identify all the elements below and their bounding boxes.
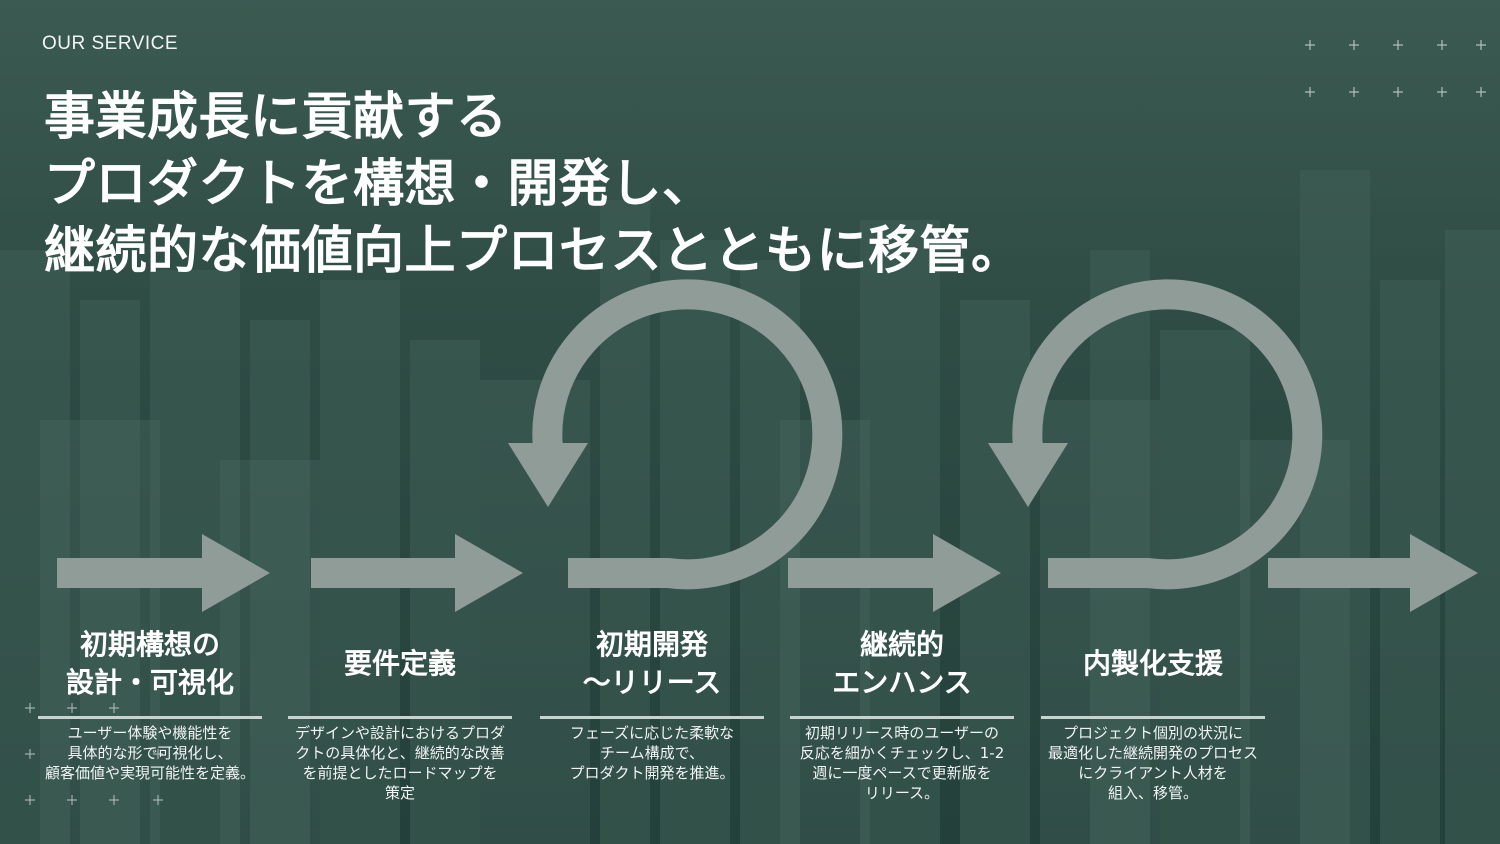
divider	[1041, 716, 1265, 719]
loop-arrow-icon	[532, 279, 843, 590]
stage-description: ユーザー体験や機能性を 具体的な形で可視化し、 顧客価値や実現可能性を定義。	[44, 724, 255, 782]
loop-arrowhead	[988, 443, 1068, 507]
divider	[288, 716, 512, 719]
loop-arrowhead	[508, 443, 588, 507]
stage-concept-design: 初期構想の 設計・可視化 ユーザー体験や機能性を 具体的な形で可視化し、 顧客価…	[38, 618, 262, 783]
stage-title: 要件定義	[343, 647, 456, 680]
right-arrow-icon	[1268, 534, 1478, 612]
stage-title: 初期構想の 設計・可視化	[65, 628, 234, 699]
stage-description: デザインや設計におけるプロダ クトの具体化と、継続的な改善 を前提としたロードマ…	[294, 724, 505, 802]
divider	[540, 716, 764, 719]
stage-title: 内製化支援	[1082, 647, 1223, 680]
headline-line: 事業成長に貢献する	[44, 88, 508, 147]
headline-line: プロダクトを構想・開発し、	[44, 155, 714, 214]
stage-insourcing-support: 内製化支援 プロジェクト個別の状況に 最適化した継続開発のプロセス にクライアン…	[1041, 618, 1265, 803]
plus-grid-icon	[1305, 40, 1486, 97]
divider	[38, 716, 262, 719]
stage-title: 継続的 エンハンス	[832, 628, 972, 699]
stage-initial-development: 初期開発 〜リリース フェーズに応じた柔軟な チーム構成で、 プロダクト開発を推…	[540, 618, 764, 783]
stage-description: 初期リリース時のユーザーの 反応を細かくチェックし、1-2 週に一度ペースで更新…	[799, 724, 1005, 802]
loop-arrow-icon	[1012, 279, 1323, 590]
plus-grid-icon	[25, 703, 163, 805]
section-eyebrow: OUR SERVICE	[42, 33, 179, 54]
right-arrow-icon	[57, 534, 270, 612]
stage-description: プロジェクト個別の状況に 最適化した継続開発のプロセス にクライアント人材を 組…	[1047, 724, 1258, 802]
headline-line: 継続的な価値向上プロセスとともに移管。	[44, 222, 1023, 281]
right-arrow-icon	[311, 534, 523, 612]
stage-requirements: 要件定義 デザインや設計におけるプロダ クトの具体化と、継続的な改善 を前提とし…	[288, 618, 512, 803]
stage-continuous-enhance: 継続的 エンハンス 初期リリース時のユーザーの 反応を細かくチェックし、1-2 …	[790, 618, 1014, 803]
stage-description: フェーズに応じた柔軟な チーム構成で、 プロダクト開発を推進。	[569, 724, 735, 782]
divider	[790, 716, 1014, 719]
stage-title: 初期開発 〜リリース	[582, 628, 722, 699]
right-arrow-icon	[788, 534, 1001, 612]
page-title: 事業成長に貢献する プロダクトを構想・開発し、 継続的な価値向上プロセスとともに…	[44, 84, 1023, 285]
